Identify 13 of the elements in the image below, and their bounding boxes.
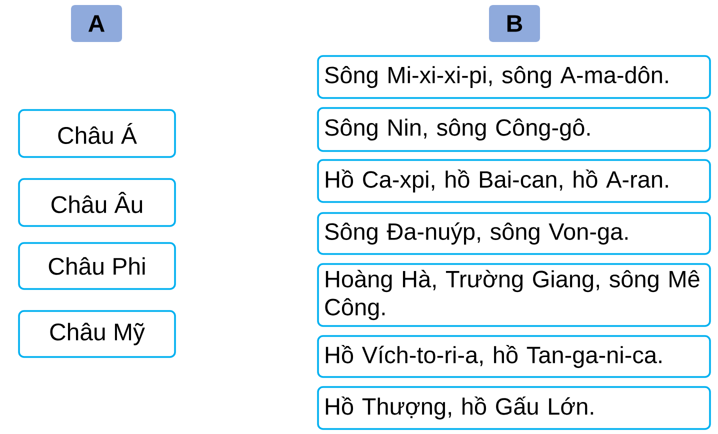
text-box: Sông Đa-nuýp, sông Von-ga. (317, 212, 711, 255)
text-box: Châu Âu (18, 178, 176, 227)
text-box: Hồ Vích-to-ri-a, hồ Tan-ga-ni-ca. (317, 335, 711, 378)
text-box: Hoàng Hà, Trường Giang, sông Mê Công. (317, 263, 711, 327)
text-box: Châu Mỹ (18, 310, 176, 358)
text-box: Sông Mi-xi-xi-pi, sông A-ma-dôn. (317, 55, 711, 99)
text-box: Châu Á (18, 109, 176, 158)
text-box: Hồ Ca-xpi, hồ Bai-can, hồ A-ran. (317, 159, 711, 203)
text-box: Sông Nin, sông Công-gô. (317, 107, 711, 152)
column-header: A (71, 5, 122, 42)
text-box: Châu Phi (18, 242, 176, 290)
column-header: B (489, 5, 540, 42)
text-box: Hồ Thượng, hồ Gấu Lớn. (317, 386, 711, 430)
